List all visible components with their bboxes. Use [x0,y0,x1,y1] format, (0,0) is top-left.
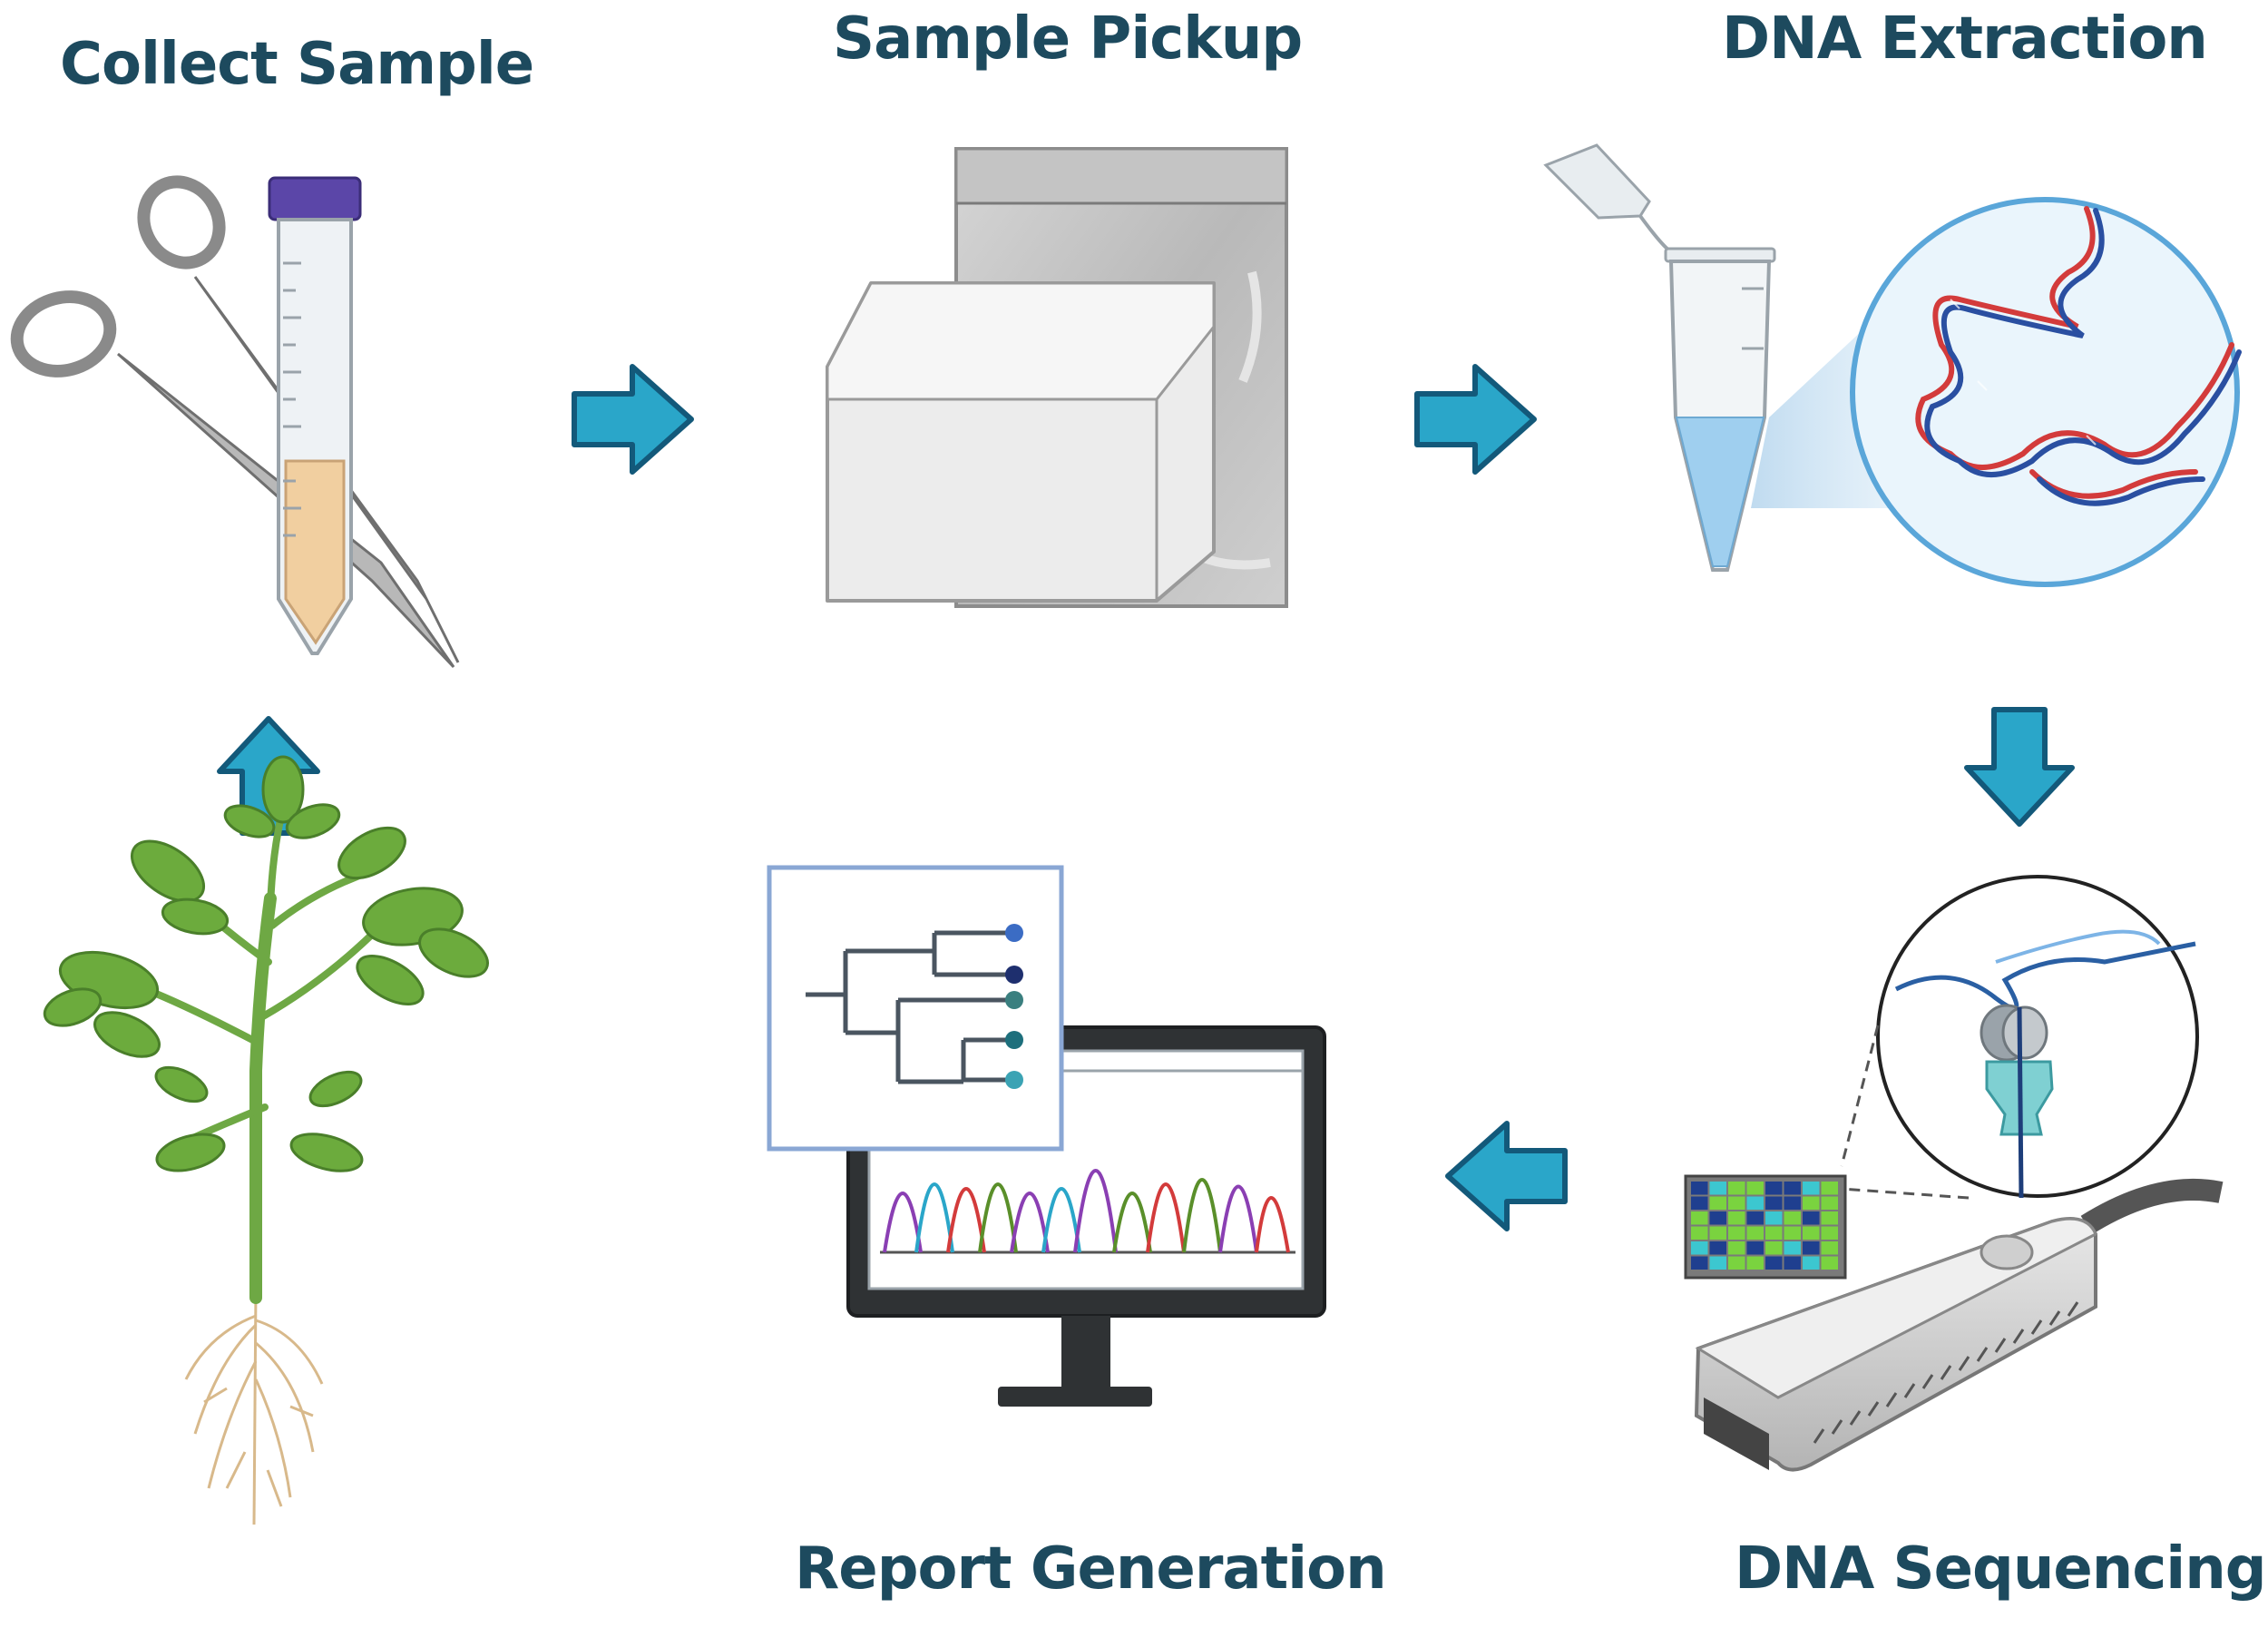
shipping-box-icon [826,281,1216,603]
flowcell-cell [1691,1241,1708,1255]
plant-icon [43,755,489,1525]
sequencer-device-icon [1694,1178,2224,1472]
microcentrifuge-tube-icon [1543,143,1776,572]
flowcell-cell [1728,1182,1745,1195]
arrow-pickup-to-extraction [1414,364,1537,475]
flowcell-cell [1803,1256,1820,1270]
dna-magnifier-icon [1751,197,2242,587]
nanopore-magnifier-icon [1840,875,2199,1200]
flowcell-cell [1821,1226,1838,1240]
flowcell-cell [1728,1196,1745,1210]
flowcell-cell [1709,1241,1726,1255]
step-label-dna-sequencing: DNA Sequencing [1735,1535,2267,1603]
flowcell-cell [1691,1226,1708,1240]
sample-tube-icon [268,176,362,655]
flowcell-cell [1821,1211,1838,1225]
flowcell-cell [1821,1256,1838,1270]
step-label-collect-sample: Collect Sample [60,31,534,98]
flowcell-cell [1784,1196,1801,1210]
flowcell-cell [1746,1211,1764,1225]
step-label-sample-pickup: Sample Pickup [833,5,1303,73]
scissors-icon [10,175,460,669]
step-label-report-generation: Report Generation [795,1535,1387,1603]
chromatogram-icon [880,1169,1295,1254]
flowcell-cell [1746,1241,1764,1255]
flowcell-cell [1728,1226,1745,1240]
flowcell-cell [1691,1182,1708,1195]
phylogenetic-tree-icon [767,865,1064,1152]
flowcell-cell [1821,1196,1838,1210]
flowcell-cell [1709,1211,1726,1225]
flowcell-cell [1709,1182,1726,1195]
flowcell-cell [1709,1256,1726,1270]
flowcell-cell [1803,1196,1820,1210]
flowcell-grid-icon [1684,1174,1847,1280]
flowcell-cell [1765,1241,1783,1255]
flowcell-cell [1709,1196,1726,1210]
flowcell-cell [1746,1226,1764,1240]
arrow-sequencing-to-report [1445,1121,1568,1231]
flowcell-cell [1728,1256,1745,1270]
flowcell-cell [1691,1211,1708,1225]
flowcell-cell [1765,1182,1783,1195]
flowcell-cell [1709,1226,1726,1240]
flowcell-cell [1765,1256,1783,1270]
flowcell-cell [1728,1241,1745,1255]
flowcell-cell [1728,1211,1745,1225]
flowcell-cell [1746,1256,1764,1270]
flowcell-cell [1765,1196,1783,1210]
flowcell-cell [1821,1182,1838,1195]
flowcell-cell [1746,1182,1764,1195]
flowcell-cell [1784,1241,1801,1255]
flowcell-cell [1784,1182,1801,1195]
flowcell-cell [1691,1196,1708,1210]
flowcell-cell [1765,1226,1783,1240]
flowcell-cell [1784,1256,1801,1270]
flowcell-cell [1765,1211,1783,1225]
flowcell-cell [1803,1226,1820,1240]
flowcell-cell [1821,1241,1838,1255]
flowcell-cell [1803,1241,1820,1255]
step-label-dna-extraction: DNA Extraction [1722,5,2208,73]
flowcell-cell [1784,1211,1801,1225]
flowcell-cell [1746,1196,1764,1210]
flowcell-cell [1803,1182,1820,1195]
arrow-extraction-to-sequencing [1964,707,2075,827]
flowcell-cell [1691,1256,1708,1270]
flowcell-cell [1803,1211,1820,1225]
arrow-collect-to-pickup [572,364,694,475]
flowcell-cell [1784,1226,1801,1240]
